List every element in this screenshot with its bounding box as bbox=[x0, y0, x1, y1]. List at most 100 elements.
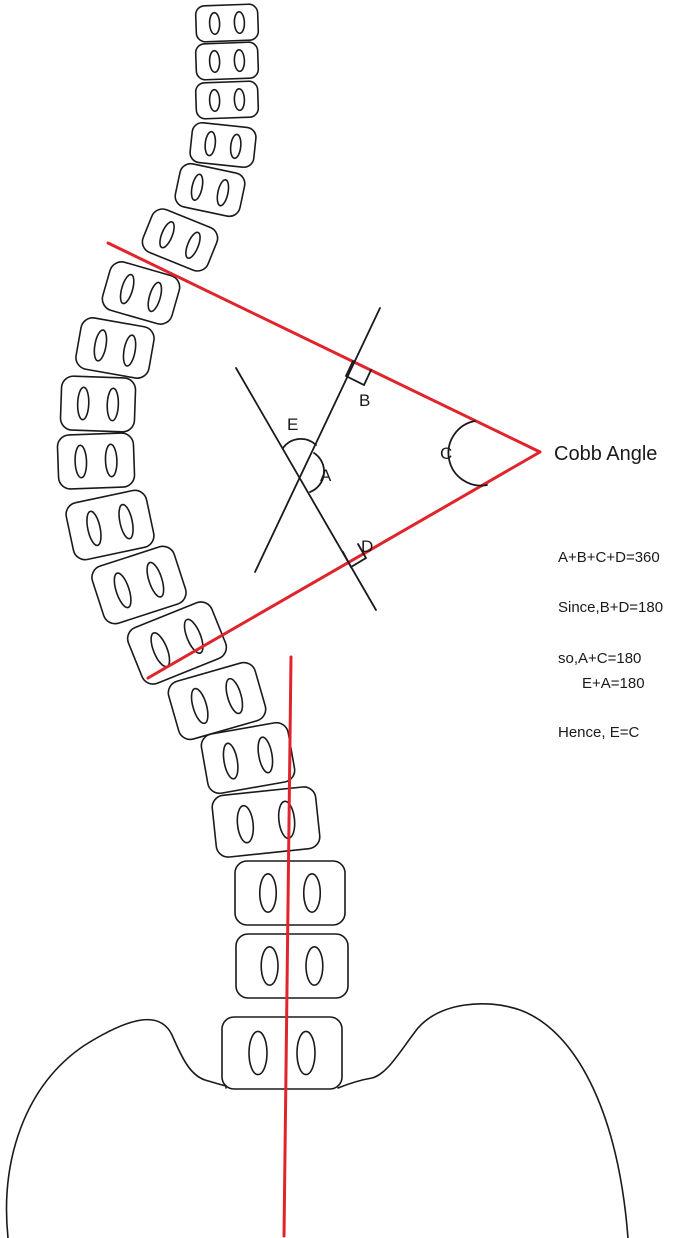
vertebra-body bbox=[91, 545, 187, 625]
upper-endplate-line bbox=[106, 241, 542, 454]
pedicle bbox=[296, 1030, 316, 1076]
vertical-reference-line bbox=[282, 655, 293, 1238]
vertebra-body bbox=[59, 375, 137, 433]
pedicle bbox=[225, 677, 244, 715]
perpendicular-lower bbox=[235, 367, 377, 611]
vertebra-body bbox=[167, 661, 267, 741]
lower-endplate-line bbox=[146, 450, 542, 680]
pedicle bbox=[147, 281, 163, 313]
pedicle bbox=[208, 88, 221, 113]
pedicle bbox=[93, 329, 108, 362]
vertebra-body bbox=[234, 860, 346, 926]
vertebra bbox=[189, 121, 257, 169]
vertebra-body bbox=[235, 933, 349, 999]
vertebra-body bbox=[194, 3, 260, 43]
vertebra bbox=[194, 41, 260, 81]
vertebra bbox=[91, 545, 187, 625]
pedicle bbox=[260, 945, 279, 987]
pedicle bbox=[258, 872, 278, 914]
vertebra bbox=[194, 80, 260, 120]
pedicle bbox=[76, 386, 90, 421]
vertebra-body bbox=[174, 162, 246, 218]
label-b: B bbox=[359, 391, 370, 410]
label-e: E bbox=[287, 415, 298, 434]
equation-line-5: Hence, E=C bbox=[558, 724, 639, 741]
equation-line-1: A+B+C+D=360 bbox=[558, 549, 660, 566]
pedicle bbox=[150, 632, 171, 668]
equation-line-2: Since,B+D=180 bbox=[558, 599, 663, 616]
pedicle bbox=[257, 736, 274, 774]
pedicle bbox=[86, 510, 102, 547]
pedicle bbox=[104, 443, 118, 478]
pedicle bbox=[208, 49, 221, 74]
vertebra-body bbox=[200, 721, 296, 795]
vertebra bbox=[59, 375, 137, 433]
vertebra-body bbox=[56, 432, 136, 490]
pedicle bbox=[204, 130, 217, 157]
vertebra-body bbox=[211, 786, 321, 858]
vertebra-body bbox=[101, 261, 181, 325]
equation-line-3: so,A+C=180 bbox=[558, 650, 641, 667]
pedicle bbox=[190, 687, 209, 725]
vertebra-body bbox=[194, 41, 260, 81]
pedicle bbox=[208, 11, 221, 36]
pedicle bbox=[229, 133, 242, 160]
vertebra bbox=[75, 317, 155, 379]
vertebra bbox=[174, 162, 246, 218]
vertebra-body bbox=[221, 1016, 343, 1090]
pedicle bbox=[305, 945, 324, 987]
label-c: C bbox=[440, 444, 452, 463]
spine bbox=[56, 3, 349, 1090]
right-angle-marker-b bbox=[344, 360, 372, 387]
equation-line-4: E+A=180 bbox=[582, 675, 645, 692]
vertebra bbox=[235, 933, 349, 999]
vertebra bbox=[56, 432, 136, 490]
vertebra-body bbox=[75, 317, 155, 379]
pedicle bbox=[302, 872, 322, 914]
vertebra bbox=[211, 786, 321, 858]
pedicle bbox=[122, 334, 137, 367]
pedicle bbox=[113, 572, 132, 609]
vertebra bbox=[141, 208, 219, 272]
pelvis-outline bbox=[5, 1002, 629, 1238]
pedicle bbox=[233, 87, 246, 112]
pedicle bbox=[183, 618, 204, 654]
vertebra bbox=[101, 261, 181, 325]
label-a: A bbox=[320, 466, 332, 485]
vertebra-body bbox=[194, 80, 260, 120]
vertebra bbox=[234, 860, 346, 926]
vertebra bbox=[167, 661, 267, 741]
pedicle bbox=[119, 273, 135, 305]
angle-arc-a bbox=[309, 452, 325, 493]
pedicle bbox=[118, 503, 134, 540]
pedicle bbox=[233, 10, 246, 35]
vertebra bbox=[65, 489, 155, 561]
pedicle bbox=[190, 173, 204, 202]
pedicle bbox=[233, 48, 246, 73]
pedicle bbox=[159, 221, 175, 249]
right-angle-marker-d bbox=[342, 543, 368, 569]
pedicle bbox=[248, 1030, 268, 1076]
vertebra bbox=[221, 1016, 343, 1090]
pedicle bbox=[185, 231, 201, 259]
pedicle bbox=[106, 387, 120, 422]
pedicle bbox=[277, 800, 296, 840]
angle-arc-c bbox=[447, 420, 488, 487]
cobb-angle-label: Cobb Angle bbox=[554, 443, 657, 465]
pedicle bbox=[236, 804, 255, 844]
vertebra bbox=[194, 3, 260, 43]
pedicle bbox=[146, 561, 165, 598]
vertebra-body bbox=[126, 601, 228, 685]
vertebra bbox=[126, 601, 228, 685]
vertebra-body bbox=[141, 208, 219, 272]
angle-arc-e bbox=[282, 438, 317, 449]
pedicle bbox=[216, 178, 230, 207]
vertebra-body bbox=[189, 121, 257, 169]
perpendicular-upper bbox=[254, 307, 381, 573]
vertebra bbox=[200, 721, 296, 795]
label-d: D bbox=[361, 537, 373, 556]
pedicle bbox=[74, 444, 88, 479]
pedicle bbox=[222, 742, 239, 780]
vertebra-body bbox=[65, 489, 155, 561]
